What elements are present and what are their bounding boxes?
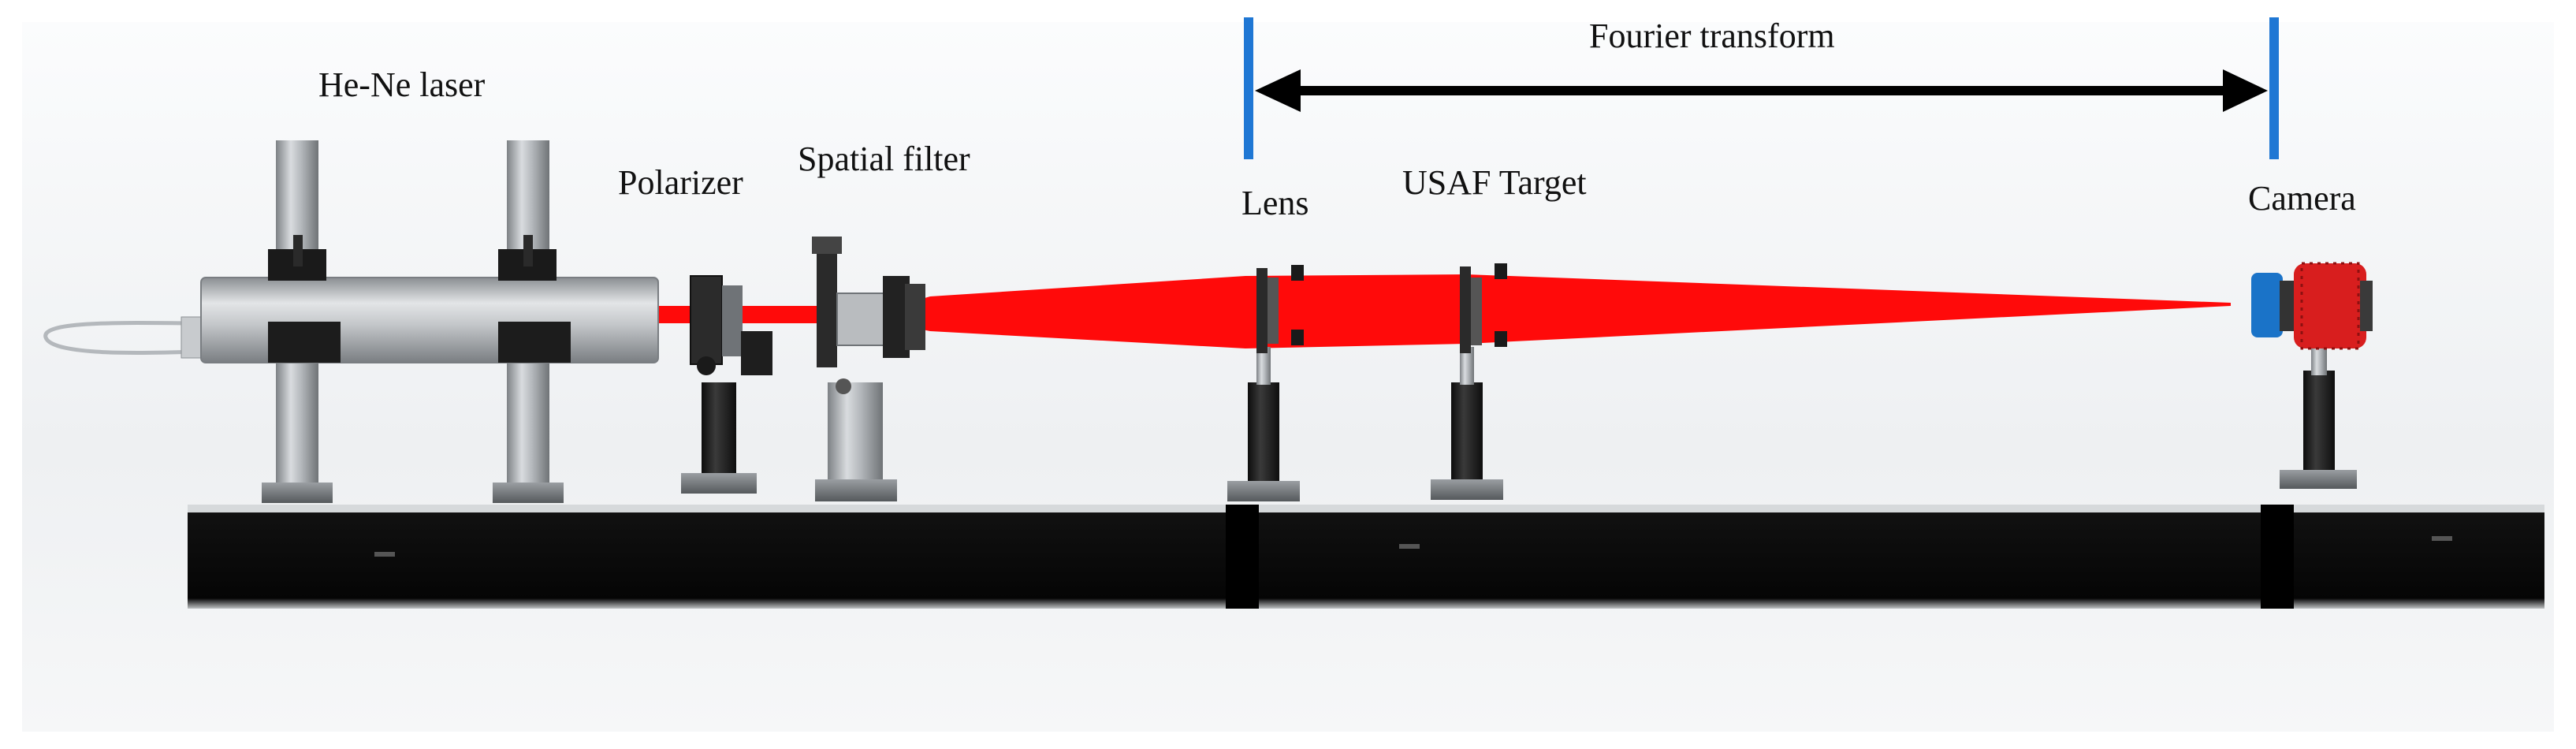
polarizer-label: Polarizer [618,163,743,202]
beam-cone [859,274,2231,348]
laser-cable [43,321,198,356]
laser-label: He-Ne laser [318,65,486,104]
rail-joint-1 [1226,505,1259,609]
optical-rail [188,505,2544,609]
spatial-filter-label: Spatial filter [798,140,970,178]
usaf-target-label: USAF Target [1402,163,1587,202]
usaf-target [1431,263,1507,500]
spatial-filter [812,237,925,501]
camera-lens-barrel [2251,273,2283,337]
lens-label: Lens [1241,184,1309,222]
fourier-arrowhead-left [1255,69,1301,112]
camera-label: Camera [2248,179,2356,218]
lens [1227,265,1304,501]
rail-top-edge [188,505,2544,512]
rail-joint-2 [2261,505,2294,609]
laser-post-base-left [262,483,333,503]
camera-body [2294,263,2366,348]
polarizer [681,275,772,494]
fourier-marker-right [2269,17,2279,159]
fourier-marker-left [1244,17,1253,159]
rail-body [188,505,2544,609]
fourier-transform-bracket [1244,17,2279,159]
camera [2251,262,2373,489]
background-panel [22,22,2554,732]
he-ne-laser [43,140,659,503]
fourier-transform-label: Fourier transform [1589,17,1835,55]
fourier-arrowhead-right [2223,69,2268,112]
laser-post-base-right [493,483,564,503]
